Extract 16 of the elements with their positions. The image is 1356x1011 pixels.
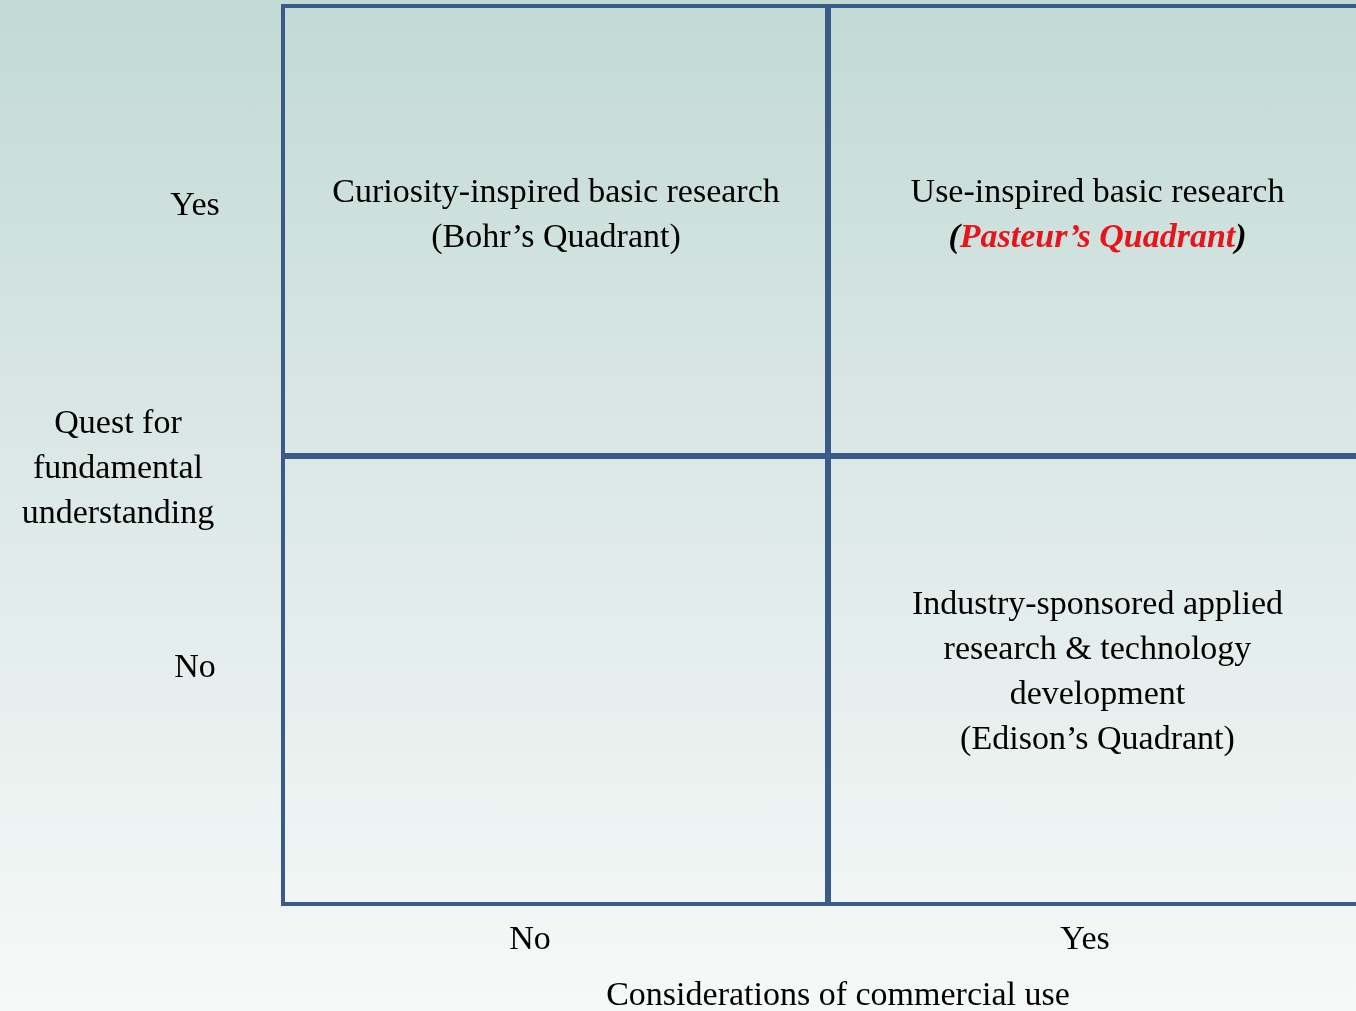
axis-label: Yes — [170, 183, 220, 224]
axis-label: No — [174, 645, 216, 686]
quadrant-subtitle: (Edison’s Quadrant) — [960, 717, 1235, 758]
quadrant-subtitle: (Bohr’s Quadrant) — [431, 216, 681, 256]
quadrant-title: Curiosity-inspired basic research — [332, 171, 780, 211]
axis-label: Quest for fundamental understanding — [20, 401, 216, 532]
axis-label: No — [509, 917, 551, 958]
quadrant-box — [281, 4, 831, 459]
axis-label: Considerations of commercial use — [606, 973, 1070, 1011]
empty-quadrant — [281, 453, 831, 906]
quadrant-title: Industry-sponsored applied research & technology development — [910, 582, 1285, 713]
axis-label: Yes — [1060, 917, 1110, 958]
quadrant-box — [825, 4, 1356, 459]
quadrant-box — [825, 453, 1356, 906]
quadrant-title: Use-inspired basic research — [910, 171, 1285, 211]
quadrant-subtitle: (Pasteur’s Quadrant) — [948, 216, 1247, 256]
